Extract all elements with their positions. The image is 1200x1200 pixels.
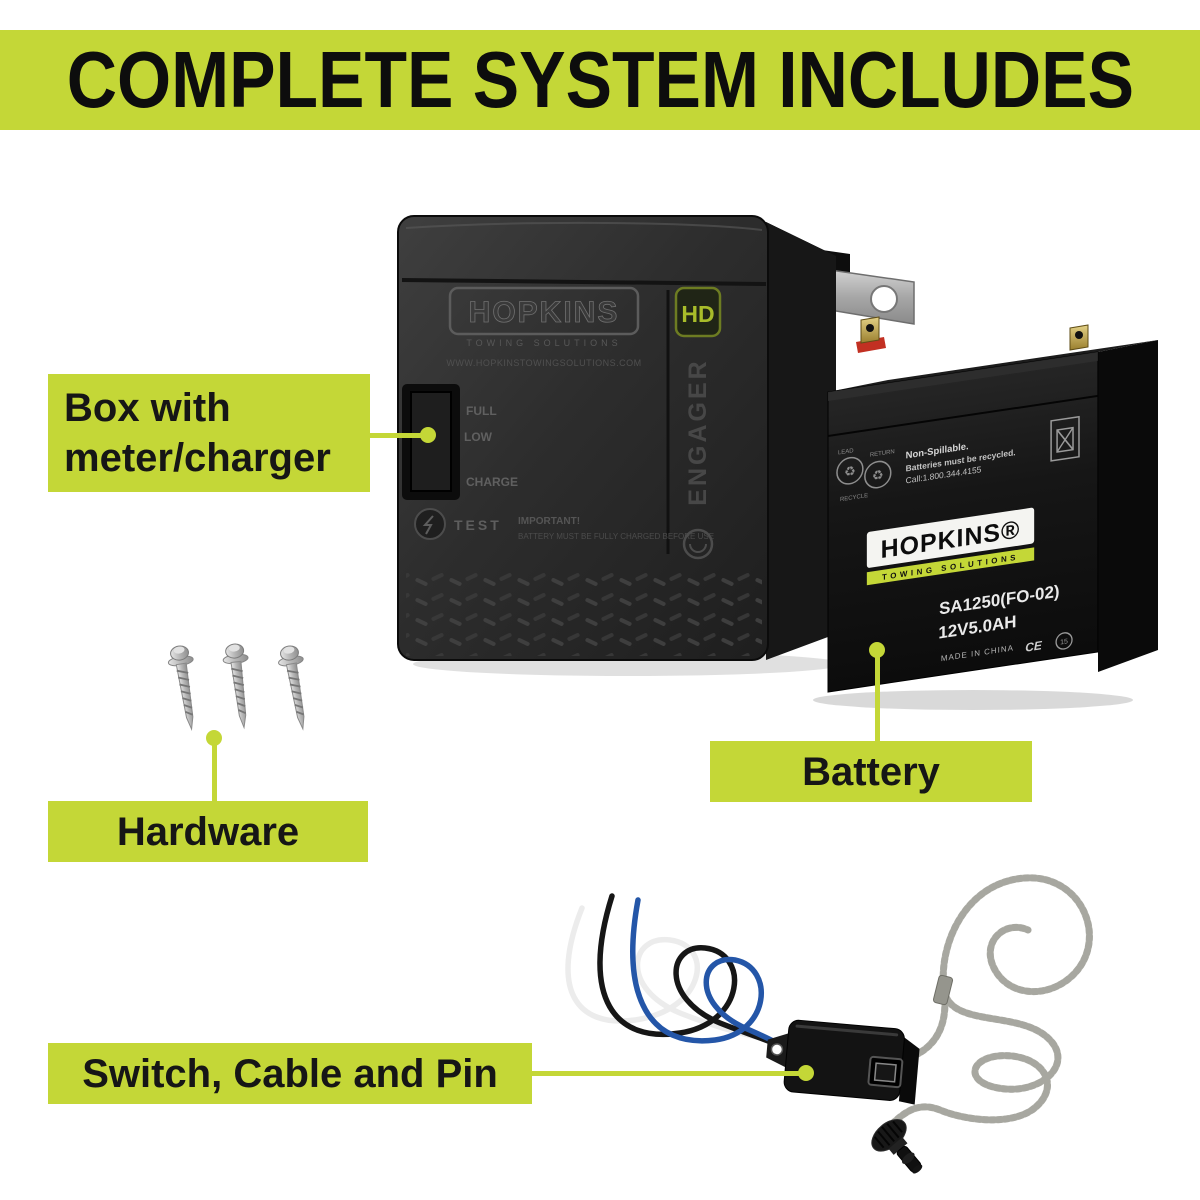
- callout-box-dot: [420, 427, 436, 443]
- battery-front-face: ♻ ♻ LEAD RETURN RECYCLE Non-Spillable. B…: [827, 351, 1099, 693]
- meter-label-low: LOW: [464, 430, 493, 444]
- breakaway-pin: [871, 1118, 923, 1174]
- box-brand-sub-text: TOWING SOLUTIONS: [466, 338, 621, 348]
- callout-hardware-text: Hardware: [116, 809, 300, 854]
- switch-cable-pin-photo: [565, 874, 1093, 1174]
- callout-battery-connector: [875, 652, 880, 741]
- ce-mark-text: CE: [1025, 638, 1043, 655]
- engager-vertical-text: ENGAGER: [684, 358, 712, 505]
- box-test-button: TEST: [414, 508, 502, 540]
- battery-photo: ♻ ♻ LEAD RETURN RECYCLE Non-Spillable. B…: [813, 316, 1158, 710]
- recycle-word-recycle: RECYCLE: [840, 493, 868, 503]
- meter-label-charge: CHARGE: [466, 475, 518, 489]
- callout-switch-label: Switch, Cable and Pin: [48, 1043, 532, 1104]
- recycle-icons: ♻ ♻ LEAD RETURN RECYCLE: [836, 448, 895, 503]
- box-warning-text: BATTERY MUST BE FULLY CHARGED BEFORE USE: [518, 532, 714, 541]
- emblem-icon: [682, 528, 714, 560]
- callout-box-connector: [370, 433, 426, 438]
- screw: [222, 643, 249, 730]
- battery-shadow: [813, 690, 1133, 710]
- battery-top-face: [828, 340, 1158, 392]
- lightning-icon: [422, 515, 434, 535]
- screw: [278, 645, 305, 731]
- recycle-icon: ♻: [872, 467, 884, 484]
- box-side-face: [766, 222, 836, 660]
- callout-hardware-dot: [206, 730, 222, 746]
- callout-switch-text: Switch, Cable and Pin: [82, 1051, 498, 1096]
- page-title: COMPLETE SYSTEM INCLUDES: [66, 35, 1134, 124]
- battery-disposal-icon: [1050, 415, 1080, 462]
- breakaway-cable: [886, 874, 1093, 1130]
- box-lid-seam: [401, 278, 767, 286]
- recycle-word-return: RETURN: [870, 449, 895, 459]
- battery-terminal-negative: [1069, 324, 1089, 351]
- box-warning-title: IMPORTANT!: [518, 516, 580, 527]
- callout-box-line2: meter/charger: [64, 436, 331, 480]
- callout-battery-label: Battery: [710, 741, 1032, 802]
- cable-ferrule: [932, 974, 954, 1006]
- box-website-text: WWW.HOPKINSTOWINGSOLUTIONS.COM: [446, 358, 641, 368]
- mounting-hole: [770, 1043, 784, 1056]
- hardware-photo: [167, 643, 305, 732]
- callout-box-label: Box with meter/charger: [48, 374, 370, 492]
- charger-box-photo: HOPKINS TOWING SOLUTIONS WWW.HOPKINSTOWI…: [397, 215, 915, 676]
- callout-hardware-connector: [212, 743, 217, 801]
- callout-box-line1: Box with: [64, 386, 231, 430]
- recycle-word-lead: LEAD: [838, 448, 854, 456]
- switch-wires: [565, 893, 799, 1061]
- cert-circle-icon: [1055, 632, 1073, 650]
- battery-terminal-positive: [856, 316, 886, 353]
- diamond-plate-texture: [406, 572, 762, 656]
- box-brand-text: HOPKINS: [469, 296, 620, 329]
- box-test-label: TEST: [454, 517, 502, 533]
- hd-badge-text: HD: [681, 301, 714, 327]
- breakaway-switch: [766, 1019, 920, 1105]
- box-side-branding: HD ENGAGER: [674, 286, 722, 560]
- battery-side-face: [1098, 340, 1158, 672]
- white-wire: [565, 905, 791, 1047]
- callout-battery-text: Battery: [802, 749, 940, 794]
- meter-label-full: FULL: [466, 404, 497, 418]
- callout-hardware-label: Hardware: [48, 801, 368, 862]
- callout-switch-connector: [532, 1071, 804, 1076]
- header-banner: COMPLETE SYSTEM INCLUDES: [0, 30, 1200, 130]
- callout-battery-dot: [869, 642, 885, 658]
- blue-wire: [630, 897, 799, 1061]
- box-brand-logo: HOPKINS TOWING SOLUTIONS WWW.HOPKINSTOWI…: [446, 286, 641, 368]
- screw: [167, 645, 194, 732]
- recycle-icon: ♻: [844, 463, 856, 480]
- callout-switch-dot: [798, 1065, 814, 1081]
- cert-mark-text: 15: [1060, 638, 1068, 646]
